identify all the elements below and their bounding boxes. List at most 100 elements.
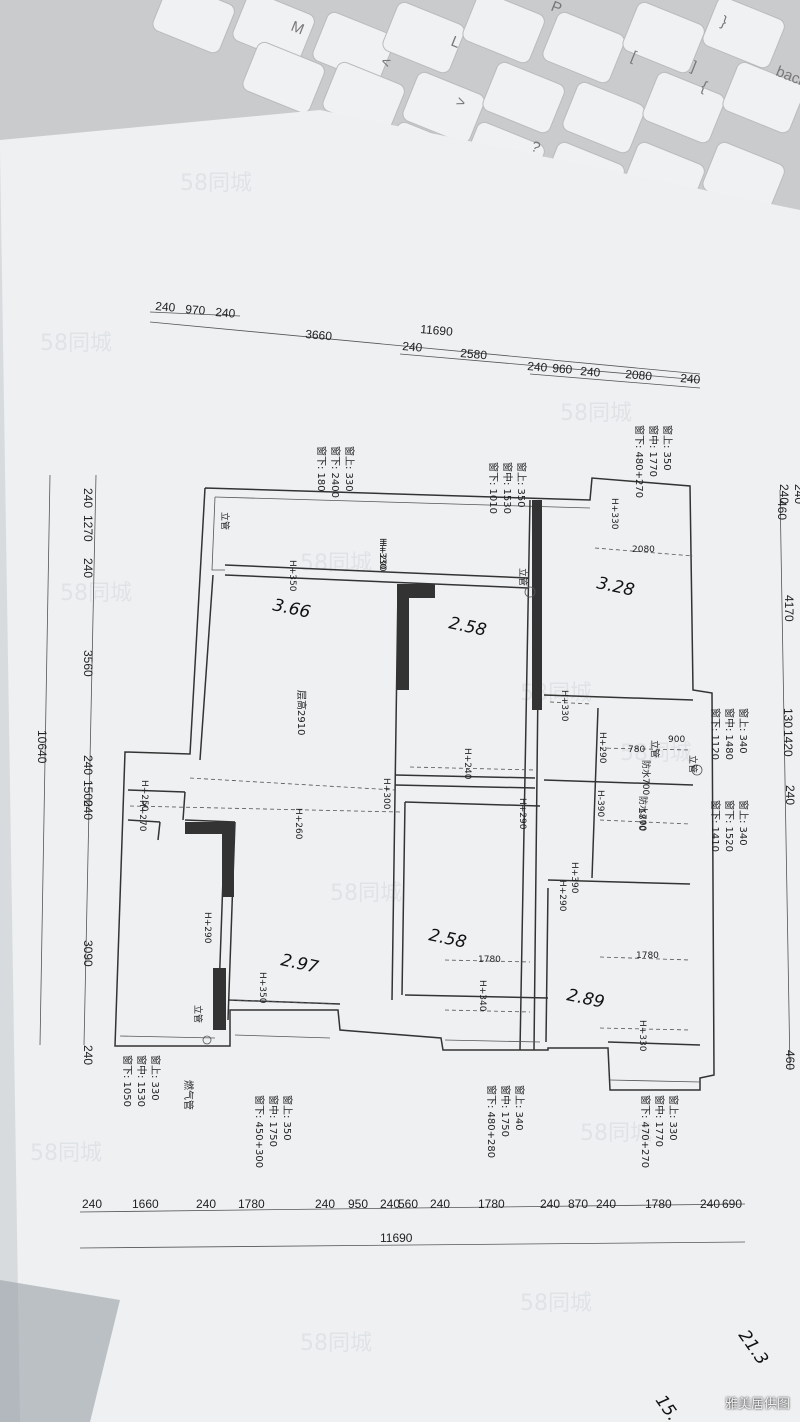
bottom-dim: 240 <box>596 1197 616 1211</box>
watermark: 58同城 <box>580 1121 652 1146</box>
keyboard-key <box>562 81 645 154</box>
watermark: 58同城 <box>520 1291 592 1316</box>
height-mark: H+340 <box>477 980 487 1012</box>
left-dim: 3560 <box>81 650 95 677</box>
watermark: 58同城 <box>520 681 592 706</box>
bottom-window-note: 窗中: 1750 <box>499 1085 512 1137</box>
keyboard-key-label: ] <box>689 58 699 75</box>
height-mark: H+330 <box>637 1020 647 1052</box>
bottom-window-note: 窗上: 330 <box>149 1055 162 1101</box>
right-dim: 460 <box>783 1050 797 1070</box>
keyboard-key <box>382 1 465 74</box>
height-mark: H+290 <box>202 912 212 944</box>
keyboard-key <box>542 11 625 84</box>
pipe-label: 立管 <box>687 755 699 773</box>
bottom-window-note: 窗上: 340 <box>513 1085 526 1131</box>
right-window-note: 窗上: 340 <box>737 708 750 754</box>
source-credit: 雅美居供图 <box>724 1397 790 1412</box>
height-mark: H+300 <box>381 778 391 810</box>
keyboard-key <box>642 71 725 144</box>
height-mark: H+290 <box>557 880 567 912</box>
right-window-note: 窗下: 1410 <box>709 800 722 852</box>
top-dim: 240 <box>680 371 701 387</box>
watermark: 58同城 <box>330 881 402 906</box>
top-dim: 970 <box>185 302 206 318</box>
keyboard-key <box>242 41 325 114</box>
left-dim: 240 <box>81 755 95 775</box>
top-window-note: 窗上: 330 <box>343 446 356 492</box>
right-dim: 240 <box>783 785 797 805</box>
left-dim: 240 <box>81 800 95 820</box>
left-dim: 240 <box>81 558 95 578</box>
watermark: 58同城 <box>620 741 692 766</box>
right-dim: 240 <box>777 484 791 504</box>
height-mark: H+330 <box>559 690 569 722</box>
right-dim: 4170 <box>782 595 796 622</box>
bottom-window-note: 窗上: 330 <box>667 1095 680 1141</box>
height-mark: H+290 <box>517 798 527 830</box>
bottom-window-note: 窗下: 480+280 <box>485 1085 498 1158</box>
top-window-note: 窗下: 180 <box>315 446 328 492</box>
right-dim: 460 <box>775 500 789 520</box>
bottom-window-note: 窗下: 470+270 <box>639 1095 652 1168</box>
bottom-window-note: 窗下: 450+300 <box>253 1095 266 1168</box>
top-dim: 2080 <box>625 367 653 383</box>
right-dim: 1420 <box>781 730 795 757</box>
ceiling-height: 层高2910 <box>295 690 308 735</box>
bottom-window-note: 窗中: 1750 <box>267 1095 280 1147</box>
keyboard-key <box>482 61 565 134</box>
keyboard-key <box>702 0 785 69</box>
bottom-dim: 1660 <box>132 1197 159 1211</box>
left-dim: 1500 <box>81 780 95 807</box>
bottom-dim: 240 <box>82 1197 102 1211</box>
height-mark: H+290 <box>377 540 387 572</box>
top-window-note: 窗中: 1530 <box>501 462 514 514</box>
bottom-dim: 950 <box>348 1197 368 1211</box>
watermark: 58同城 <box>30 1141 102 1166</box>
height-mark: H-390 <box>595 790 605 817</box>
top-window-note: 窗上: 350 <box>515 462 528 508</box>
height-mark: H+290 <box>597 732 607 764</box>
top-window-note: 窗上: 350 <box>661 425 674 471</box>
bottom-dim: 870 <box>568 1197 588 1211</box>
height-mark: H+330 <box>377 538 387 570</box>
top-dim: 960 <box>552 361 573 377</box>
bottom-dim: 240 <box>540 1197 560 1211</box>
top-window-note: 窗中: 1770 <box>647 425 660 477</box>
top-window-note: 窗下: 480+270 <box>633 425 646 498</box>
waterproof-label: 防水700 <box>640 760 652 795</box>
keyboard-key <box>402 71 485 144</box>
paper-sheet <box>0 110 800 1422</box>
bottom-dim: 240 <box>315 1197 335 1211</box>
height-mark: H+390 <box>569 862 579 894</box>
right-window-note: 窗上: 340 <box>737 800 750 846</box>
top-dim: 240 <box>155 299 176 315</box>
bottom-dim: 240 <box>430 1197 450 1211</box>
bottom-dim: 1780 <box>645 1197 672 1211</box>
inner-dim: 1780 <box>478 955 501 965</box>
height-mark: H+250 <box>139 780 149 812</box>
left-dim: 240 <box>81 488 95 508</box>
right-window-note: 窗下: 1120 <box>709 708 722 760</box>
keyboard-key <box>152 0 235 54</box>
inner-dim: 2080 <box>632 545 655 555</box>
bottom-window-note: 窗中: 1530 <box>135 1055 148 1107</box>
bottom-dim: 240 <box>196 1197 216 1211</box>
top-dim: 3660 <box>305 327 333 343</box>
watermark: 58同城 <box>180 171 252 196</box>
right-dim: 130 <box>781 708 795 728</box>
keyboard-key <box>462 0 545 64</box>
watermark: 58同城 <box>60 581 132 606</box>
keyboard-key-label: { <box>699 78 710 96</box>
waterproof-label: 防水700 <box>637 796 649 831</box>
watermark: 58同城 <box>40 331 112 356</box>
inner-dim: 900 <box>668 735 685 745</box>
pipe-label: 立管 <box>219 512 231 530</box>
bottom-dim-total: 11690 <box>380 1231 413 1245</box>
bottom-dim: 240 <box>700 1197 720 1211</box>
top-dim-total: 11690 <box>420 322 454 339</box>
watermark: 58同城 <box>300 1331 372 1356</box>
bottom-window-note: 窗中: 1770 <box>653 1095 666 1147</box>
